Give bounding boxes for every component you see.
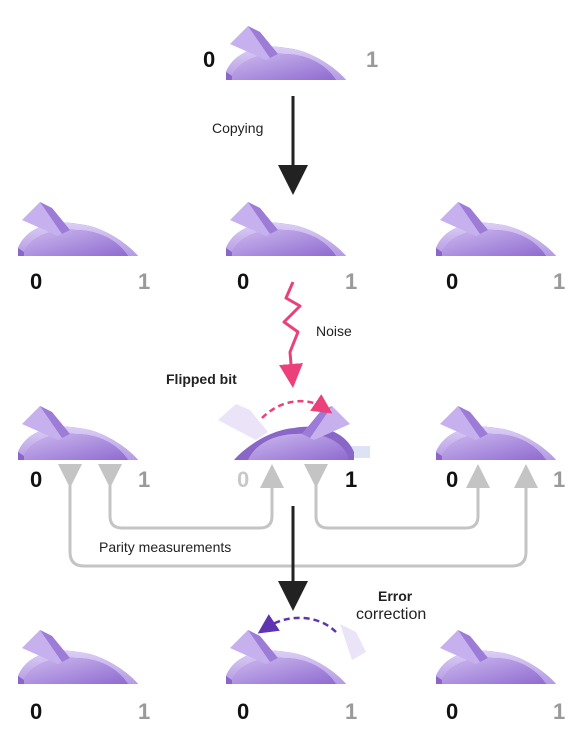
digit-zero: 0	[203, 47, 216, 72]
digit-zero: 0	[446, 467, 459, 492]
digit-zero-faded: 0	[237, 467, 250, 492]
digit-zero: 0	[446, 699, 459, 724]
switch-copy-2	[226, 202, 346, 256]
switch-final-3	[436, 630, 556, 684]
correction-arrow	[257, 614, 337, 634]
switch-row3-3	[436, 406, 556, 460]
copying-label: Copying	[212, 120, 264, 136]
digit-one: 1	[366, 47, 379, 72]
switch-flipped	[218, 394, 370, 460]
flip-arrow	[261, 394, 333, 419]
digit-one: 1	[345, 699, 358, 724]
switch-final-2	[226, 614, 366, 684]
parity-lines	[58, 464, 538, 568]
switch-row3-1	[18, 406, 138, 460]
switch-copy-1	[18, 202, 138, 256]
switch-source	[226, 26, 346, 80]
digit-zero: 0	[237, 699, 250, 724]
digit-one: 1	[138, 269, 151, 294]
flipped-bit-label: Flipped bit	[166, 371, 237, 387]
digit-one: 1	[345, 269, 358, 294]
digit-one-active: 1	[345, 467, 358, 492]
digit-one: 1	[138, 467, 151, 492]
digit-zero: 0	[30, 467, 43, 492]
parity-measurements-label: Parity measurements	[97, 539, 234, 555]
noise-bolt-icon	[279, 281, 303, 388]
correction-label: correction	[356, 606, 427, 623]
digit-zero: 0	[237, 269, 250, 294]
error-label: Error	[378, 588, 413, 604]
digit-zero: 0	[446, 269, 459, 294]
switch-final-1	[18, 630, 138, 684]
digit-one: 1	[138, 699, 151, 724]
digit-zero: 0	[30, 269, 43, 294]
digit-one: 1	[553, 467, 566, 492]
noise-label: Noise	[316, 323, 352, 339]
digit-zero: 0	[30, 699, 43, 724]
switch-copy-3	[436, 202, 556, 256]
digit-one: 1	[553, 699, 566, 724]
digit-one: 1	[553, 269, 566, 294]
